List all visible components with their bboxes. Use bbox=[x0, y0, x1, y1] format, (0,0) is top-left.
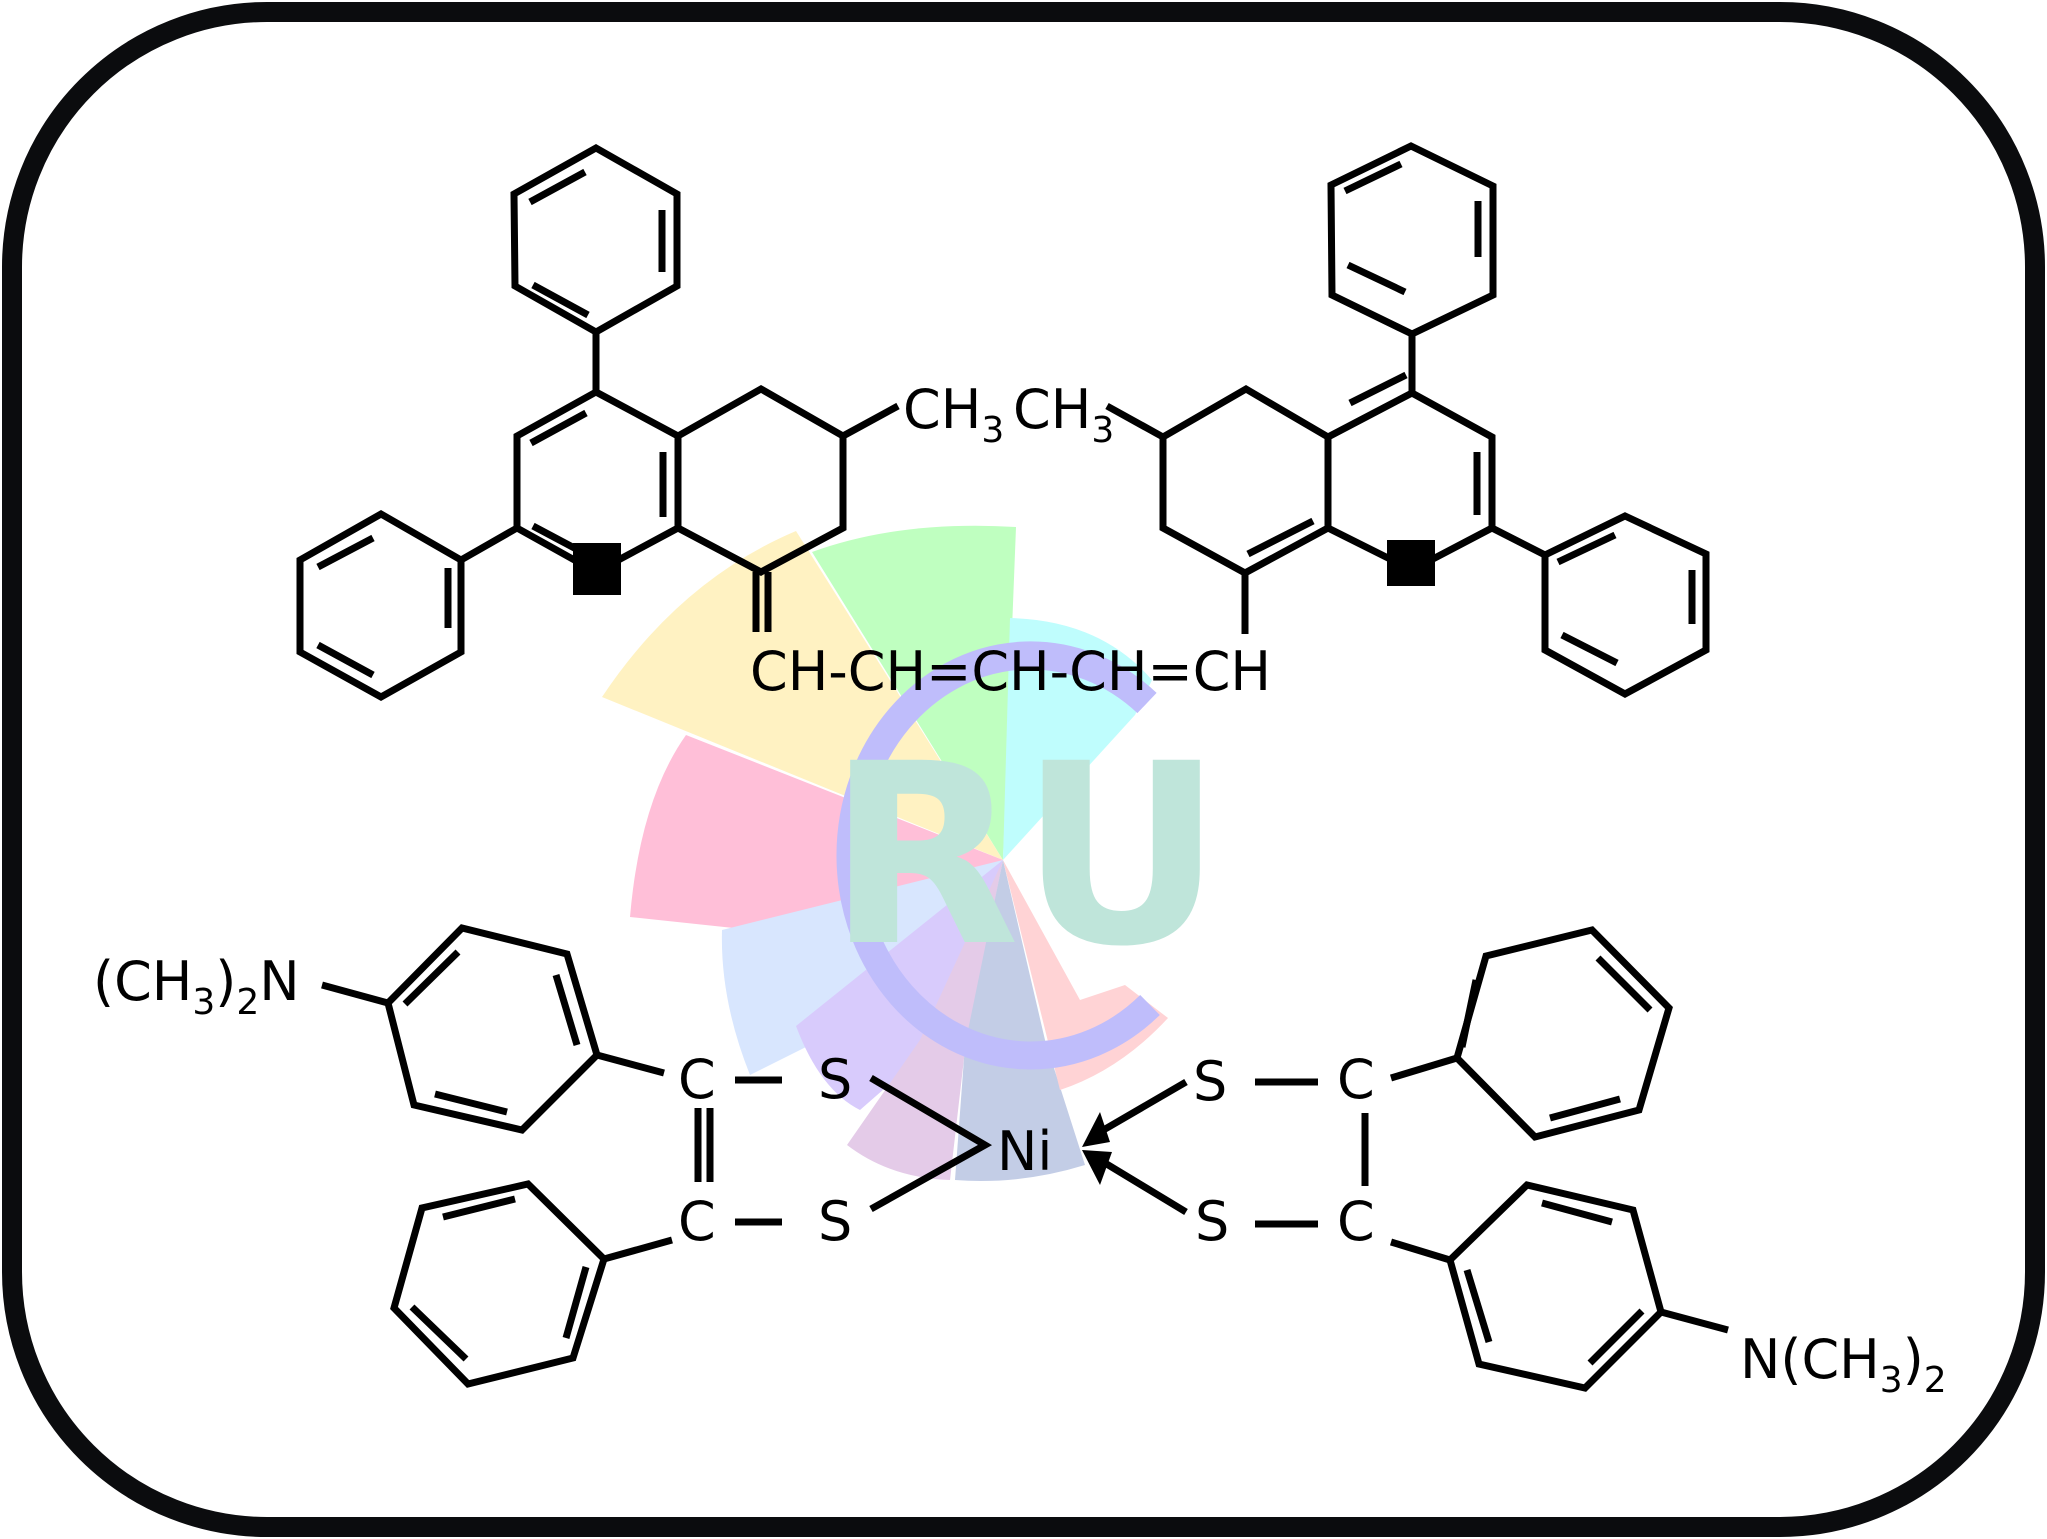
heteroatom-marker-left bbox=[573, 543, 621, 595]
methyl-label-left: CH3 bbox=[903, 378, 1004, 451]
carbon-label-top-right: C bbox=[1337, 1048, 1375, 1111]
watermark-text: RU bbox=[827, 710, 1223, 1001]
sulfur-label-top-right: S bbox=[1193, 1050, 1227, 1113]
carbon-label-bottom-left: C bbox=[678, 1190, 716, 1253]
dimethylamino-label-left: (CH3)2N bbox=[93, 950, 300, 1023]
pyrylium-ring-left bbox=[513, 388, 682, 595]
aminophenyl-ring-left bbox=[321, 924, 665, 1134]
methyl-label-right: CH3 bbox=[1013, 378, 1114, 451]
dimethylamino-label-right: N(CH3)2 bbox=[1740, 1328, 1947, 1401]
petal-yellow bbox=[602, 531, 1003, 860]
watermark-ring bbox=[836, 641, 1160, 1070]
anion-left: (CH3)2N C C S S bbox=[93, 924, 993, 1388]
phenyl-ring-top-right bbox=[1327, 142, 1497, 393]
phenyl-ring-bottom-left bbox=[390, 1180, 673, 1388]
carbon-label-bottom-right: C bbox=[1337, 1190, 1375, 1253]
carbon-label-top-left: C bbox=[678, 1048, 716, 1111]
aminophenyl-ring-right bbox=[1389, 1181, 1729, 1392]
sulfur-label-bottom-right: S bbox=[1195, 1190, 1229, 1253]
methine-chain-label: CH-CH=CH-CH=CH bbox=[750, 640, 1271, 703]
petal-mauve bbox=[847, 860, 1003, 1180]
pyrylium-ring-right bbox=[1326, 371, 1496, 586]
cyclohexene-ring-left bbox=[676, 384, 900, 632]
anion-right: S S C C N(CH3)2 bbox=[1082, 926, 1947, 1401]
watermark-logo: RU bbox=[602, 525, 1223, 1181]
petal-lightblue bbox=[721, 860, 1003, 1075]
sulfur-label-top-left: S bbox=[818, 1048, 852, 1111]
phenyl-ring-top-left bbox=[510, 143, 681, 392]
right-core: CH3 bbox=[1013, 142, 1710, 698]
phenyl-ring-left bbox=[296, 509, 519, 702]
dative-arrow-bottom bbox=[1082, 1150, 1188, 1215]
heteroatom-marker-right bbox=[1387, 540, 1435, 586]
sulfur-label-bottom-left: S bbox=[818, 1190, 852, 1253]
left-core: CH3 bbox=[296, 143, 1004, 702]
petal-slate bbox=[955, 860, 1085, 1181]
phenyl-ring-right bbox=[1490, 512, 1710, 698]
cyclohexene-ring-right bbox=[1105, 384, 1332, 634]
nickel-label: Ni bbox=[997, 1120, 1052, 1183]
dative-arrow-top bbox=[1082, 1078, 1188, 1147]
phenyl-ring-top-right-anion bbox=[1389, 926, 1673, 1141]
